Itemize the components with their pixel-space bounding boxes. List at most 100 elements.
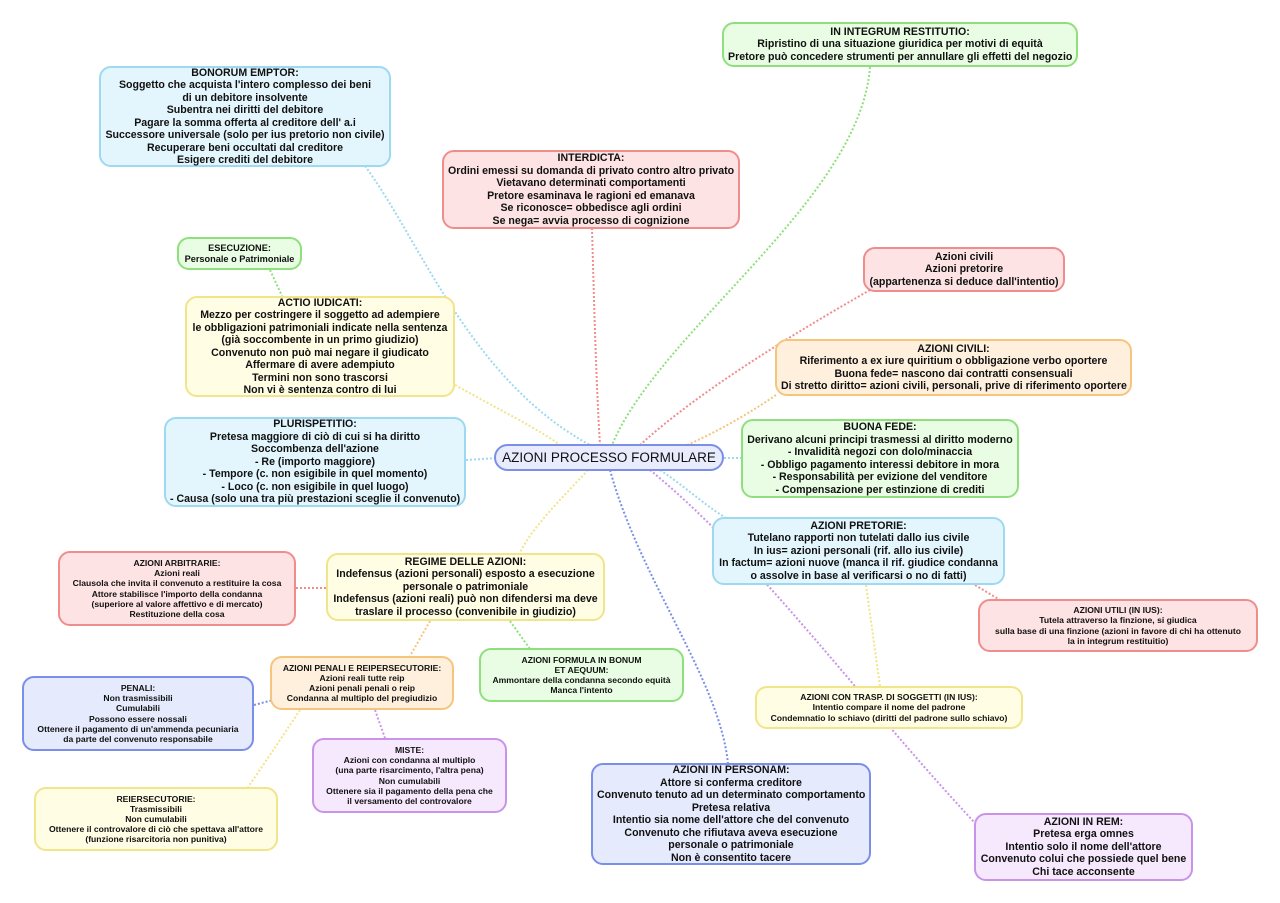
node-azioni-civili[interactable]: AZIONI CIVILI:Riferimento a ex iure quir… [775,339,1132,396]
node-title: REGIME DELLE AZIONI: [404,555,527,568]
node-line: Non è consentito tacere [670,851,792,864]
node-title: Azioni civili [934,250,994,263]
node-line: Attore si conferma creditore [660,776,802,789]
node-line: Pretore può concedere strumenti per annu… [728,50,1073,63]
node-line: - Loco (c. non esigibile in quel luogo) [221,480,409,493]
link-regime [519,469,589,554]
node-line: Attore stabilisce l'importo della condan… [91,588,263,599]
node-actio-iudicati[interactable]: ACTIO IUDICATI:Mezzo per costringere il … [185,296,455,397]
node-line: Personale o Patrimoniale [184,253,295,264]
node-title: AZIONI FORMULA IN BONUM [521,654,642,665]
node-line: - Causa (solo una tra più prestazioni sc… [170,493,461,506]
link-civili [679,394,777,449]
node-line: - Compensazione per estinzione di credit… [775,483,985,496]
node-line: Ottenere il pagamento di un'ammenda pecu… [37,723,239,734]
node-azioni-utili[interactable]: AZIONI UTILI (IN IUS):Tutela attraverso … [978,599,1258,652]
link-actio [454,384,561,446]
node-line: Condemnatio lo schiavo (diritti del padr… [770,712,1008,723]
node-interdicta[interactable]: INTERDICTA:Ordini emessi su domanda di p… [442,150,740,229]
node-line: Intentio solo il nome dell'attore [1005,840,1162,853]
link-reiper [247,709,301,788]
node-line: sulla base di una finzione (azioni in fa… [995,625,1241,636]
node-line: Ottenere sia il pagamento della pena che [326,785,493,796]
node-title: INTERDICTA: [557,152,625,164]
node-title: AZIONI PRETORIE: [810,519,907,532]
node-line: - Obbligo pagamento interessi debitore i… [760,458,1000,471]
node-line: Vietavano determinati comportamenti [496,177,686,189]
node-regime-delle-azioni[interactable]: REGIME DELLE AZIONI:Indefensus (azioni p… [326,553,605,621]
node-bonorum-emptor[interactable]: BONORUM EMPTOR:Soggetto che acquista l'i… [99,66,391,167]
node-line: Successore universale (solo per ius pret… [105,129,385,141]
node-line: Convenuto tenuto ad un determinato compo… [597,789,866,801]
link-esecuzione [269,269,283,297]
node-title: IN INTEGRUM RESTITUTIO: [830,25,970,38]
node-line: Ammontare della condanna secondo equità [492,675,671,685]
node-line: Chi tace acconsente [1032,865,1135,878]
node-azioni-in-personam[interactable]: AZIONI IN PERSONAM:Attore si conferma cr… [591,763,871,865]
node-line: personale o patrimoniale [402,580,529,593]
node-line: Azioni reali tutte reip [319,672,405,683]
node-azioni-penali-reipersecutorie[interactable]: AZIONI PENALI E REIPERSECUTORIE:Azioni r… [270,656,454,710]
node-line: Se nega= avvia processo di cognizione [492,214,690,227]
node-title: BUONA FEDE: [843,421,917,433]
node-line: (una parte risarcimento, l'altra pena) [335,765,484,776]
node-line: Manca l'intento [550,685,613,696]
node-title: REIERSECUTORIE: [116,793,196,804]
link-utili [974,584,1001,601]
node-line: Cumulabili [116,703,160,714]
node-title: ACTIO IUDICATI: [277,296,363,309]
node-line: Non cumulabili [378,775,441,786]
node-line: da parte del convenuto responsabile [63,733,213,744]
node-title: AZIONI UTILI (IN IUS): [1073,605,1163,616]
node-line: Tutela attraverso la finzione, si giudic… [1039,615,1197,626]
node-line: Derivano alcuni principi trasmessi al di… [747,433,1013,446]
node-line: (superiore al valore affettivo e di merc… [91,598,263,609]
node-buona-fede[interactable]: BUONA FEDE:Derivano alcuni principi tras… [741,419,1019,498]
node-line: Non cumulabili [125,813,187,824]
central-topic[interactable]: AZIONI PROCESSO FORMULARE [494,444,724,471]
node-line: - Responsabilità per evizione del vendit… [772,471,988,483]
node-azioni-pretorie[interactable]: AZIONI PRETORIE:Tutelano rapporti non tu… [712,517,1005,585]
node-line: di un debitore insolvente [182,91,308,104]
node-title: PLURISPETITIO: [273,418,357,431]
link-civili-small [639,289,871,446]
node-line: Convenuto colui che possiede quel bene [980,853,1187,866]
node-in-integrum-restitutio[interactable]: IN INTEGRUM RESTITUTIO:Ripristino di una… [722,22,1078,67]
node-plurispetitio[interactable]: PLURISPETITIO:Pretesa maggiore di ciò di… [164,417,466,507]
node-line: Azioni reali [154,568,200,579]
node-miste[interactable]: MISTE:Azioni con condanna al multiplo(un… [312,738,507,813]
node-esecuzione[interactable]: ESECUZIONE:Personale o Patrimoniale [177,237,302,270]
link-pretorie [659,469,731,521]
node-line: Trasmissibili [129,803,183,814]
node-azioni-trasp-soggetti[interactable]: AZIONI CON TRASP. DI SOGGETTI (IN IUS):I… [755,686,1023,729]
node-line: la in integrum restituitio) [1067,635,1169,646]
node-line: (funzione risarcitoria non punitiva) [85,834,227,845]
node-line: Azioni pretorire [924,263,1004,276]
link-interdicta [591,227,601,446]
node-line: personale o patrimoniale [668,839,794,851]
node-line: Termini non sono trascorsi [252,371,388,384]
node-line: Riferimento a ex iure quiritium o obblig… [799,355,1108,367]
node-line: In ius= azioni personali (rif. allo ius … [753,544,964,557]
link-bonorum [364,165,591,446]
node-line: Ripristino di una situazione giuridica p… [757,38,1043,51]
node-line: Possono essere nossali [89,713,187,724]
node-title: AZIONI IN PERSONAM: [672,764,790,776]
node-line: Esigere crediti del debitore [177,154,313,166]
node-line: (appartenenza si deduce dall'intentio) [869,275,1059,288]
node-line: In factum= azioni nuove (manca il rif. g… [719,557,998,570]
node-line: Restituzione della cosa [129,608,225,619]
node-line: ET AEQUUM: [554,664,609,675]
link-penali [253,699,274,706]
node-line: Pretesa relativa [691,801,771,814]
link-penali-reip [409,620,431,657]
node-line: Soggetto che acquista l'intero complesso… [118,79,372,91]
node-line: o assolve in base al verificarsi o no di… [750,569,967,582]
node-line: Condanna al multiplo del pregiudizio [286,693,438,704]
